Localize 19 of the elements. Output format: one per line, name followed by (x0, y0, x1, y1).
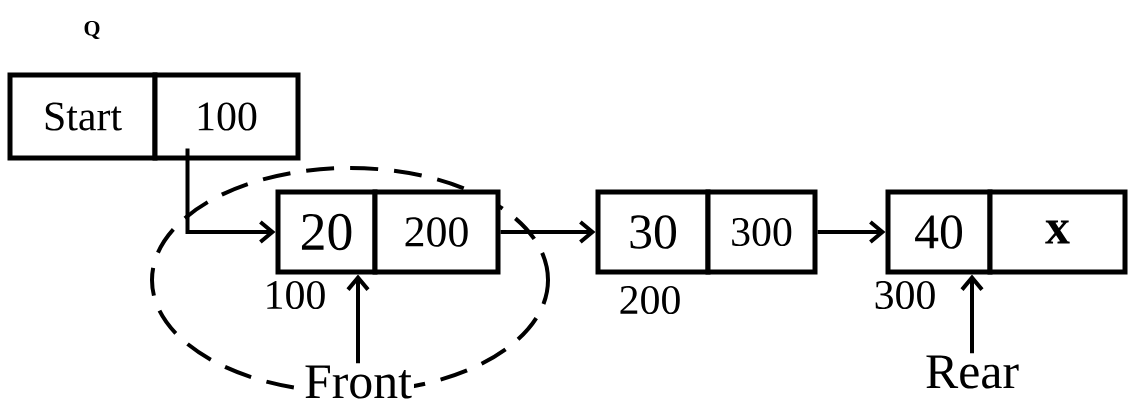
list-cell: Start (7, 72, 158, 161)
arrow (817, 220, 886, 244)
list-cell: 100 (152, 72, 301, 161)
list-cell: 200 (372, 189, 501, 275)
address-label: 200 (620, 285, 680, 315)
arrow (960, 274, 984, 354)
address-label: 300 (875, 280, 935, 310)
list-cell: x (987, 189, 1128, 275)
list-name: Q (84, 20, 100, 40)
list-cell: 40 (885, 189, 993, 275)
pointer-label: Front (302, 363, 414, 401)
list-cell: 300 (705, 189, 818, 275)
pointer-label: Rear (923, 353, 1021, 391)
list-cell: 20 (275, 189, 378, 275)
arrow (500, 220, 596, 244)
arrow (346, 274, 370, 364)
address-label: 100 (267, 280, 325, 310)
arrow (185, 148, 276, 244)
list-cell: 30 (595, 189, 711, 275)
